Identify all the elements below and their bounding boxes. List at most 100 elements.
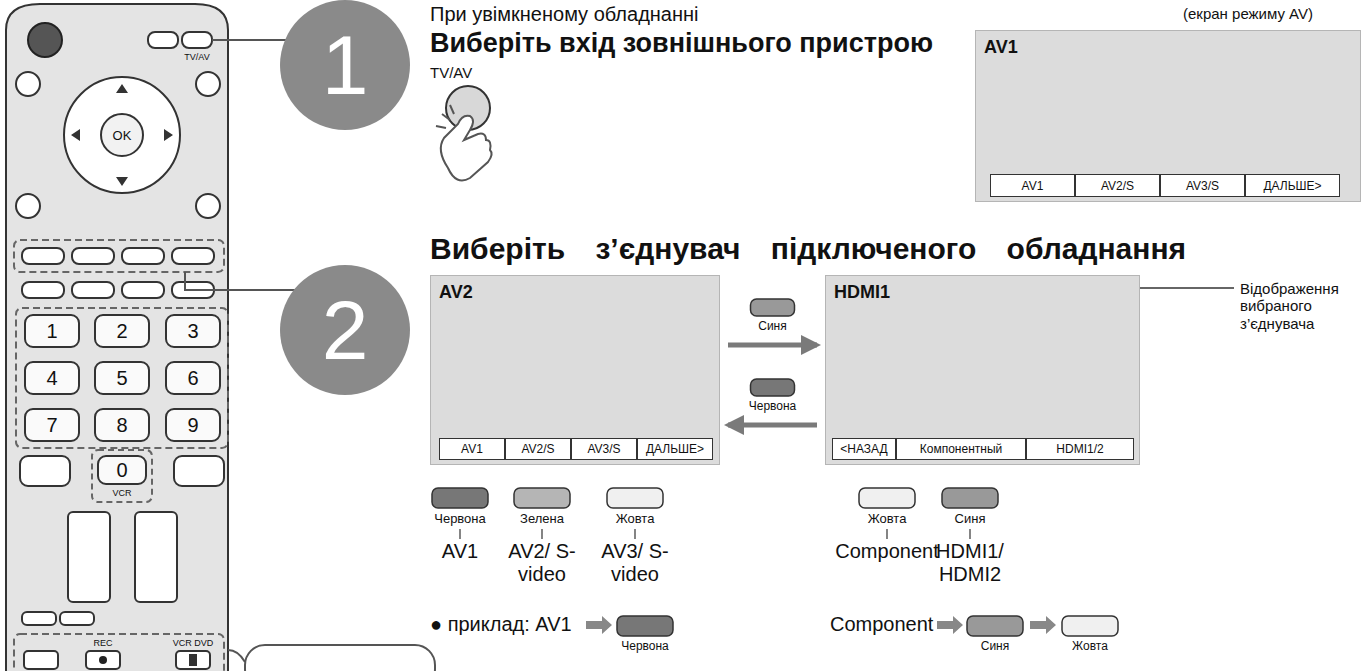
- red-button: [617, 616, 673, 636]
- menu-cell: AV1: [990, 174, 1075, 197]
- edge-label: Синя: [756, 319, 789, 333]
- colour-button: [172, 248, 214, 264]
- tv-screen: AV1AV1AV2/SAV3/SДАЛЬШЕ>: [975, 30, 1361, 202]
- node-label: 1: [46, 320, 57, 343]
- input-name: AV1: [420, 540, 500, 563]
- colour-button: [122, 248, 164, 264]
- remote-button: [20, 456, 70, 486]
- legend-ticks: [460, 529, 970, 539]
- number-key: 1: [24, 314, 80, 348]
- node-label: ДАЛЬШЕ>: [1263, 179, 1321, 193]
- colour-name: Синя: [960, 640, 1030, 654]
- menu-cell: AV3/S: [571, 438, 637, 460]
- switch-arrow: [728, 343, 817, 348]
- colour-button: [751, 299, 795, 316]
- screen-title: HDMI1: [834, 282, 890, 303]
- step-number: 2: [280, 265, 410, 395]
- remote-button: [72, 282, 114, 298]
- number-key: 4: [24, 361, 80, 395]
- remote-body: [6, 4, 228, 671]
- remote-button: [122, 282, 164, 298]
- node-label: 5: [116, 367, 127, 390]
- colour-button: [22, 248, 64, 264]
- menu-cell: AV2/S: [1075, 174, 1160, 197]
- number-key: 7: [24, 408, 80, 442]
- step-number: 1: [280, 0, 410, 130]
- node-label: AV3/S: [1186, 179, 1219, 193]
- leader-line: [185, 272, 296, 290]
- node-label: OK: [113, 128, 132, 143]
- blue-button: [942, 488, 998, 508]
- dashed-group: [16, 308, 228, 448]
- input-name: AV2/ S-video: [497, 540, 587, 586]
- tv-screen: HDMI1<НАЗАДКомпонентныйHDMI1/2: [825, 275, 1140, 465]
- menu-cell: AV2/S: [505, 438, 571, 460]
- screen-title: AV1: [984, 37, 1018, 58]
- blue-button: [967, 616, 1023, 636]
- node-label: AV1: [1022, 179, 1044, 193]
- node-label: AV3/S: [587, 442, 620, 456]
- number-key: 0: [97, 455, 147, 485]
- leader-line: [228, 650, 245, 662]
- remote-key-label: REC: [86, 638, 120, 648]
- tv-screen: AV2AV1AV2/SAV3/SДАЛЬШЕ>: [430, 275, 720, 465]
- rec-dot: [99, 656, 107, 664]
- colour-name: Жовта: [1055, 640, 1125, 654]
- node-label: 2: [322, 282, 369, 379]
- menu-cell: Компонентный: [896, 438, 1026, 460]
- nav-arrows: [71, 84, 173, 186]
- number-key: 5: [94, 361, 150, 395]
- number-key: 9: [165, 408, 221, 442]
- node-label: <НАЗАД: [840, 442, 887, 456]
- number-key: 6: [165, 361, 221, 395]
- remote-button: [148, 32, 178, 48]
- menu-cell: AV3/S: [1160, 174, 1245, 197]
- example-arrow: [586, 616, 612, 634]
- remote-button: [16, 194, 40, 218]
- instruction-text: При увімкненому обладнанні: [430, 3, 699, 26]
- colour-name: Червона: [610, 640, 680, 654]
- tvav-button: [182, 32, 212, 48]
- ok-button: OK: [100, 113, 144, 157]
- switch-arrow: [728, 423, 817, 428]
- yellow-button: [1062, 616, 1118, 636]
- callout-text: Відображення вибраного з’єднувача: [1240, 280, 1362, 332]
- colour-button: [751, 379, 795, 396]
- node-label: AV1: [461, 442, 483, 456]
- power-button: [28, 23, 62, 57]
- volume-button: [68, 512, 110, 602]
- leader-line: [212, 39, 287, 41]
- dashed-group: [92, 450, 152, 502]
- colour-name: Зелена: [512, 512, 572, 527]
- node-label: 1: [322, 17, 369, 114]
- node-label: 7: [46, 414, 57, 437]
- remote-button: [196, 194, 220, 218]
- button-name: TV/AV: [430, 64, 472, 81]
- remote-button: [16, 72, 40, 96]
- remote-button: [60, 612, 94, 625]
- example-arrow: [1030, 616, 1056, 634]
- input-name: HDMI1/ HDMI2: [920, 540, 1020, 586]
- example-text: Component: [830, 613, 933, 636]
- colour-name: Червона: [430, 512, 490, 527]
- menu-cell: ДАЛЬШЕ>: [637, 438, 713, 460]
- vcr-power-button: [24, 651, 58, 669]
- node-label: 3: [187, 320, 198, 343]
- remote-button: [22, 612, 56, 625]
- step-heading: Виберіть з’єднувач підключеного обладнан…: [430, 232, 1186, 267]
- edge-label: Червона: [747, 399, 799, 413]
- nav-ring: [64, 77, 180, 193]
- node-label: Компонентный: [920, 442, 1002, 456]
- node-label: 9: [187, 414, 198, 437]
- colour-button: [72, 248, 114, 264]
- rec-button: [86, 651, 120, 669]
- node-label: AV2/S: [1101, 179, 1134, 193]
- example-text: ● приклад: AV1: [430, 613, 572, 636]
- number-key: 3: [165, 314, 221, 348]
- node-label: 4: [46, 367, 57, 390]
- green-button: [514, 488, 570, 508]
- red-button: [432, 488, 488, 508]
- remote-button: [174, 456, 224, 486]
- press-marks: [436, 105, 454, 128]
- menu-cell: <НАЗАД: [832, 438, 896, 460]
